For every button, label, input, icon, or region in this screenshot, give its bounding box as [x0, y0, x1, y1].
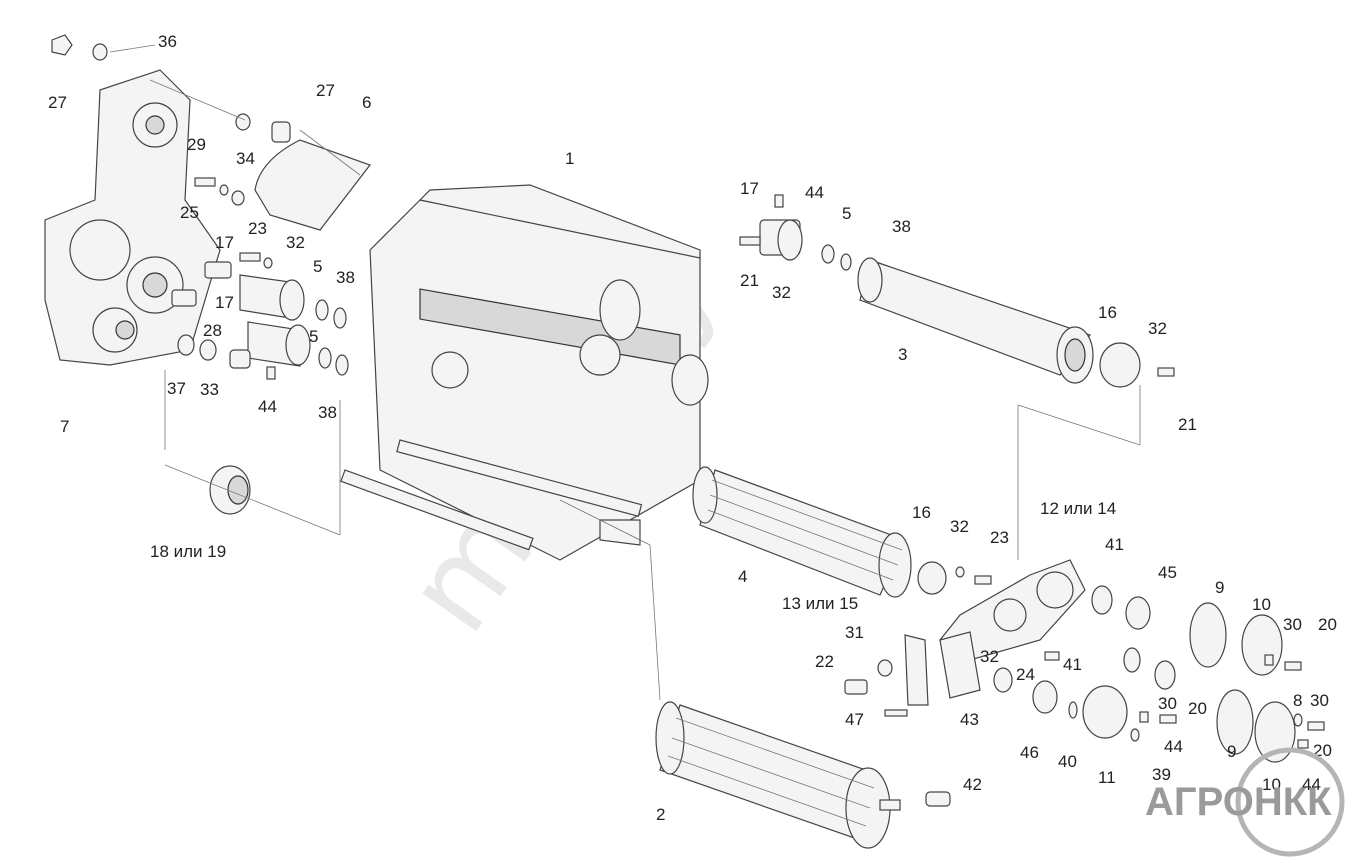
- label-3: 3: [898, 345, 907, 364]
- label-7: 7: [60, 417, 69, 436]
- label-28: 28: [203, 321, 222, 340]
- label-23: 23: [248, 219, 267, 238]
- left-small-parts: [51, 34, 349, 515]
- label-17: 17: [215, 293, 234, 312]
- label-38: 38: [892, 217, 911, 236]
- label-33: 33: [200, 380, 219, 399]
- label-43: 43: [960, 710, 979, 729]
- smooth-drum: [739, 194, 1175, 388]
- label-30: 30: [1310, 691, 1329, 710]
- logo-text: АГРОНКК: [1145, 780, 1332, 824]
- label-21: 21: [740, 271, 759, 290]
- label-20: 20: [1318, 615, 1337, 634]
- label-10: 10: [1262, 775, 1281, 794]
- label-4: 4: [738, 567, 747, 586]
- label-24: 24: [1016, 665, 1035, 684]
- label-32: 32: [950, 517, 969, 536]
- label-12-or-14: 12 или 14: [1040, 499, 1116, 518]
- label-44: 44: [1164, 737, 1183, 756]
- label-46: 46: [1020, 743, 1039, 762]
- label-38: 38: [318, 403, 337, 422]
- label-8: 8: [1293, 691, 1302, 710]
- label-30: 30: [1158, 694, 1177, 713]
- label-40: 40: [1058, 752, 1077, 771]
- label-32: 32: [980, 647, 999, 666]
- label-44: 44: [258, 397, 277, 416]
- label-16: 16: [1098, 303, 1117, 322]
- label-5: 5: [309, 327, 318, 346]
- agro-nkk-logo: АГРОНКК: [1145, 747, 1345, 857]
- label-17: 17: [215, 233, 234, 252]
- label-44: 44: [805, 183, 824, 202]
- label-45: 45: [1158, 563, 1177, 582]
- label-31: 31: [845, 623, 864, 642]
- label-17: 17: [740, 179, 759, 198]
- toothed-drum: [655, 701, 901, 849]
- label-36: 36: [158, 32, 177, 51]
- label-10: 10: [1252, 595, 1271, 614]
- label-18-or-19: 18 или 19: [150, 542, 226, 561]
- label-16: 16: [912, 503, 931, 522]
- label-23: 23: [990, 528, 1009, 547]
- label-13-or-15: 13 или 15: [782, 594, 858, 613]
- label-44: 44: [1302, 775, 1321, 794]
- label-32: 32: [772, 283, 791, 302]
- label-9: 9: [1227, 742, 1236, 761]
- label-20: 20: [1188, 699, 1207, 718]
- bearing-assembly: [844, 559, 1325, 807]
- label-1: 1: [565, 149, 574, 168]
- label-29: 29: [187, 135, 206, 154]
- label-27: 27: [48, 93, 67, 112]
- label-11: 11: [1098, 768, 1116, 787]
- ribbed-drum: [692, 466, 992, 598]
- part-labels: 36 27 27 6 1 29 34 25 17 23 32 5 38 17 2…: [48, 32, 1337, 824]
- label-21: 21: [1178, 415, 1197, 434]
- label-42: 42: [963, 775, 982, 794]
- label-34: 34: [236, 149, 255, 168]
- label-5: 5: [313, 257, 322, 276]
- leader-lines: [109, 44, 1141, 701]
- label-25: 25: [180, 203, 199, 222]
- label-6: 6: [362, 93, 371, 112]
- label-30: 30: [1283, 615, 1302, 634]
- label-5: 5: [842, 204, 851, 223]
- main-frame: [340, 184, 709, 561]
- label-41: 41: [1105, 535, 1124, 554]
- label-9: 9: [1215, 578, 1224, 597]
- label-27: 27: [316, 81, 335, 100]
- label-39: 39: [1152, 765, 1171, 784]
- label-22: 22: [815, 652, 834, 671]
- label-32: 32: [286, 233, 305, 252]
- label-2: 2: [656, 805, 665, 824]
- cover-plate: [254, 139, 371, 231]
- gearbox-housing: [44, 69, 232, 366]
- label-38: 38: [336, 268, 355, 287]
- label-37: 37: [167, 379, 186, 398]
- label-47: 47: [845, 710, 864, 729]
- label-32: 32: [1148, 319, 1167, 338]
- label-41: 41: [1063, 655, 1082, 674]
